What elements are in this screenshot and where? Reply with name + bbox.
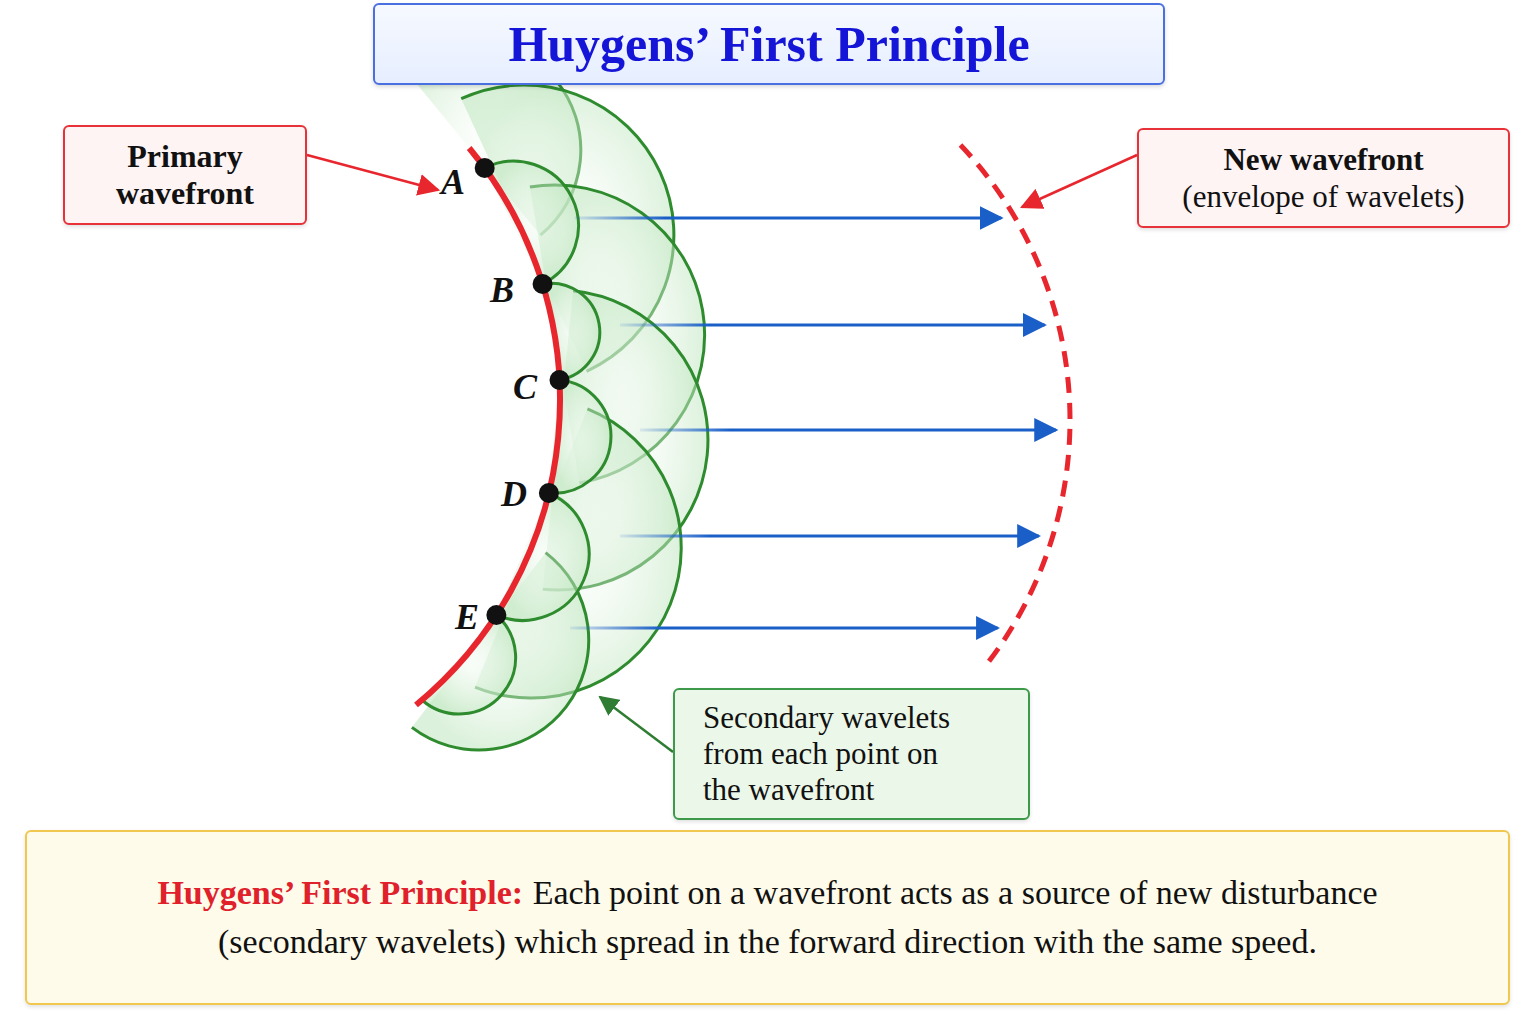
text-wrap: New wavefront (envelope of wavelets) — [1171, 141, 1476, 215]
illustration-group — [307, 40, 1137, 752]
propagation-arrow — [620, 324, 1045, 327]
source-point — [486, 605, 506, 625]
propagation-arrow — [570, 627, 998, 630]
point-label: B — [490, 269, 514, 311]
point-label: A — [441, 161, 465, 203]
text-wrap: Huygens’ First Principle:Each point on a… — [93, 869, 1443, 966]
title-box: Huygens’ First Principle — [373, 3, 1165, 85]
leader-line — [1022, 155, 1137, 207]
callout-box: New wavefront (envelope of wavelets) — [1137, 128, 1510, 228]
title-text: Huygens’ First Principle — [508, 15, 1029, 73]
wavelet-arc — [485, 161, 579, 284]
callout-box: Primary wavefront — [63, 125, 307, 225]
wavelet-group — [401, 40, 708, 750]
propagation-arrow — [575, 217, 1001, 220]
point-label: C — [513, 366, 537, 408]
text-wrap: Primary wavefront — [80, 138, 290, 212]
callout-text: New wavefront (envelope of wavelets) — [1171, 141, 1476, 215]
principle-box: Huygens’ First Principle:Each point on a… — [25, 830, 1510, 1005]
leader-line — [307, 155, 438, 190]
callout-box: Secondary wavelets from each point on th… — [673, 688, 1030, 820]
principle-heading: Huygens’ First Principle: — [157, 874, 523, 911]
source-point — [549, 370, 569, 390]
primary-wavefront — [416, 148, 560, 705]
source-point — [539, 483, 559, 503]
wavelet-group — [422, 161, 611, 714]
point-label: D — [501, 473, 527, 515]
callout-text: Primary wavefront — [80, 138, 290, 212]
new-wavefront — [960, 145, 1070, 668]
leader-line — [600, 697, 673, 752]
text-wrap: Secondary wavelets from each point on th… — [703, 700, 971, 809]
point-label: E — [455, 596, 479, 638]
propagation-arrow — [620, 535, 1039, 538]
propagation-arrow — [640, 429, 1056, 432]
callout-text: Secondary wavelets from each point on th… — [703, 700, 971, 809]
source-point — [475, 158, 495, 178]
wavelet-fill — [485, 161, 579, 284]
source-point — [533, 274, 553, 294]
